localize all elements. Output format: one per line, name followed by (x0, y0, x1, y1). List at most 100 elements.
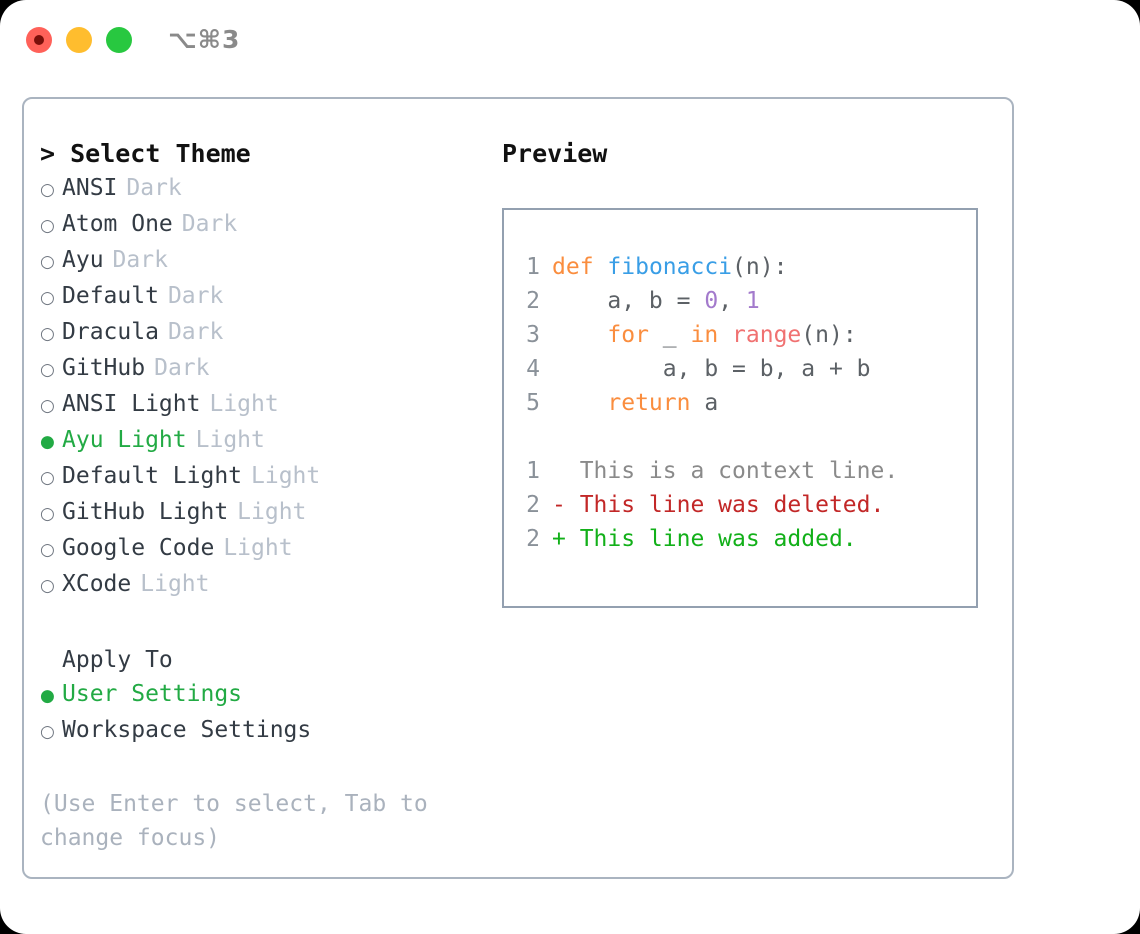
line-number: 3 (526, 322, 540, 348)
keyboard-hint-text: (Use Enter to select, Tab to change focu… (40, 791, 442, 851)
apply-to-option[interactable]: ● User Settings (40, 677, 480, 713)
radio-selected-icon: ● (40, 432, 55, 452)
code-line-content: a, b = 0, 1 (552, 284, 760, 318)
line-number: 4 (526, 356, 540, 382)
code-token-kw: for (607, 322, 649, 348)
code-line-content: return a (552, 386, 718, 420)
radio-unselected-icon: ○ (40, 504, 55, 524)
theme-name: Google Code (62, 535, 215, 561)
theme-list-item[interactable]: ○ Dracula Dark (40, 315, 480, 351)
theme-name: GitHub Light (62, 499, 229, 525)
code-token-pl: (n): (801, 322, 857, 348)
code-line-content: a, b = b, a + b (552, 352, 871, 386)
line-number: 1 (526, 254, 540, 280)
theme-name: Default (62, 283, 159, 309)
theme-variant-badge: Dark (167, 319, 224, 345)
code-line: 5 return a (518, 386, 976, 420)
code-line-content: def fibonacci(n): (552, 250, 787, 284)
code-token-pl: a, b = (552, 288, 705, 314)
theme-variant-badge: Dark (154, 355, 210, 381)
radio-unselected-icon: ○ (40, 576, 55, 596)
theme-list-item[interactable]: ○ Default Dark (40, 279, 480, 315)
theme-variant-badge: Light (251, 463, 321, 489)
theme-name: Default Light (62, 463, 243, 489)
apply-to-label: Workspace Settings (62, 717, 312, 743)
theme-name: Atom One (62, 211, 173, 237)
diff-line: 2 - This line was deleted. (518, 488, 976, 522)
code-token-kw: return (607, 390, 691, 416)
code-line: 1 def fibonacci(n): (518, 250, 976, 284)
radio-unselected-icon: ○ (40, 216, 55, 236)
theme-list-item[interactable]: ○ GitHub Dark (40, 351, 480, 387)
code-token-fn: fibonacci (607, 254, 733, 280)
radio-unselected-icon: ○ (40, 468, 55, 488)
code-token-pl (594, 254, 608, 280)
minimize-button[interactable] (66, 27, 92, 53)
apply-to-label: User Settings (62, 681, 243, 707)
code-line: 4 a, b = b, a + b (518, 352, 976, 386)
radio-unselected-icon: ○ (40, 324, 55, 344)
radio-unselected-icon: ○ (40, 288, 55, 308)
theme-variant-badge: Light (140, 571, 210, 597)
diff-line-content: + This line was added. (552, 526, 857, 552)
code-token-pl (552, 322, 607, 348)
radio-unselected-icon: ○ (40, 360, 55, 380)
theme-variant-badge: Dark (112, 247, 168, 273)
code-token-num: 1 (745, 288, 760, 314)
theme-variant-badge: Light (209, 391, 279, 417)
theme-name: Ayu (62, 247, 104, 273)
theme-list-item[interactable]: ○ Ayu Dark (40, 243, 480, 279)
theme-name: Ayu Light (62, 427, 187, 453)
apply-to-option[interactable]: ○Workspace Settings (40, 713, 480, 749)
theme-name: Dracula (62, 319, 159, 345)
select-theme-heading: > Select Theme (40, 139, 251, 168)
code-line: 2 a, b = 0, 1 (518, 284, 976, 318)
code-token-pl: (n): (732, 254, 788, 280)
code-token-pl: a, b = b, a + b (552, 356, 871, 382)
diff-line: 1 This is a context line. (518, 454, 976, 488)
radio-unselected-icon: ○ (40, 252, 55, 272)
diff-line: 2+ This line was added. (518, 522, 976, 556)
theme-variant-badge: Dark (126, 175, 182, 201)
code-token-call: range (732, 322, 802, 348)
theme-name: XCode (62, 571, 132, 597)
code-token-pl: _ (648, 322, 691, 348)
apply-to-heading: Apply To (62, 647, 173, 673)
apply-to-section: Apply To ● User Settings ○Workspace Settin… (40, 643, 480, 749)
line-number: 5 (526, 390, 540, 416)
keyboard-shortcut-label: ⌥⌘3 (168, 25, 241, 54)
theme-variant-badge: Dark (167, 283, 224, 309)
code-token-pl: , (718, 288, 746, 314)
theme-name: GitHub (62, 355, 146, 381)
diff-line-content: - This line was deleted. (552, 492, 885, 518)
apply-to-list: ● User Settings ○Workspace Settings (40, 677, 480, 749)
line-number: 1 (526, 458, 540, 484)
theme-list-item[interactable]: ○ GitHub Light Light (40, 495, 480, 531)
theme-variant-badge: Light (237, 499, 307, 525)
maximize-button[interactable] (106, 27, 132, 53)
radio-selected-icon: ● (40, 686, 55, 706)
code-diff-separator (518, 420, 976, 454)
line-number: 2 (526, 492, 540, 518)
theme-variant-badge: Light (223, 535, 293, 561)
theme-list-item[interactable]: ○ Default Light Light (40, 459, 480, 495)
code-line: 3 for _ in range(n): (518, 318, 976, 352)
code-token-pl: a (690, 390, 719, 416)
recording-indicator-icon (34, 35, 44, 45)
radio-unselected-icon: ○ (40, 396, 55, 416)
code-token-pl (718, 322, 732, 348)
theme-list-item[interactable]: ○ XCode Light (40, 567, 480, 603)
code-token-num: 0 (704, 288, 719, 314)
preview-heading: Preview (502, 139, 608, 168)
close-button[interactable] (26, 27, 52, 53)
